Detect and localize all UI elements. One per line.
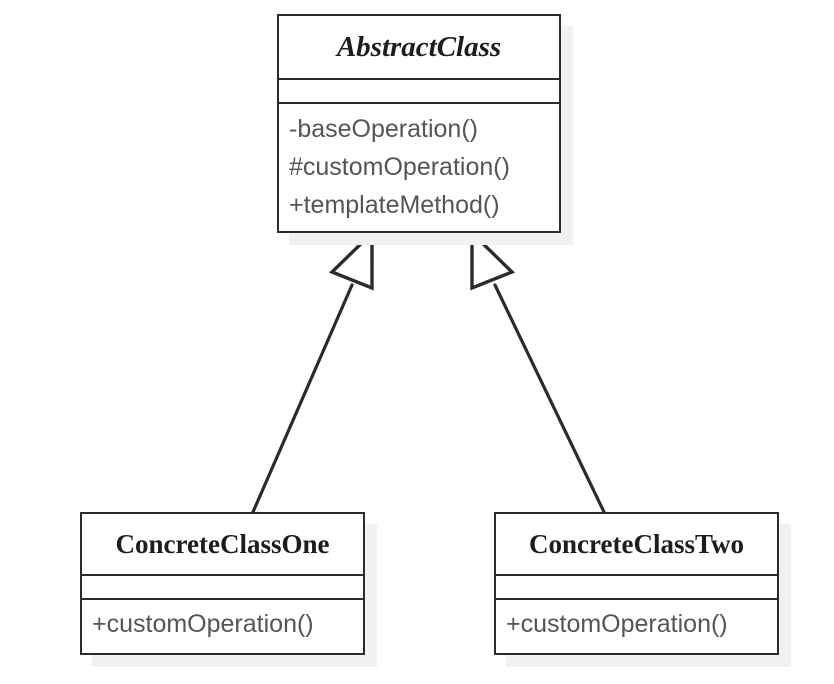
generalization-two-arrowhead bbox=[470, 228, 516, 291]
class-box-concreteclasstwo[interactable]: ConcreteClassTwo +customOperation() bbox=[494, 512, 779, 655]
operation-item: +customOperation() bbox=[92, 610, 314, 638]
operations-compartment-abstractclass: -baseOperation() #customOperation() +tem… bbox=[279, 102, 559, 232]
class-name-concreteclasstwo: ConcreteClassTwo bbox=[529, 529, 744, 559]
class-name-concreteclassone: ConcreteClassOne bbox=[115, 529, 330, 559]
generalization-two-line bbox=[493, 283, 606, 514]
operation-item: +customOperation() bbox=[506, 610, 728, 638]
attributes-compartment-concreteclasstwo bbox=[496, 574, 777, 598]
operations-compartment-concreteclassone: +customOperation() bbox=[82, 598, 363, 650]
operation-item: -baseOperation() bbox=[289, 115, 478, 143]
class-name-abstractclass: AbstractClass bbox=[336, 31, 502, 63]
generalization-one-line bbox=[251, 283, 354, 514]
generalization-one-arrowhead bbox=[328, 228, 374, 291]
class-box-concreteclassone[interactable]: ConcreteClassOne +customOperation() bbox=[80, 512, 365, 655]
operations-compartment-concreteclasstwo: +customOperation() bbox=[496, 598, 777, 650]
operation-item: #customOperation() bbox=[289, 153, 510, 181]
generalization-two bbox=[470, 228, 606, 514]
operation-item: +templateMethod() bbox=[289, 191, 500, 219]
class-box-abstractclass[interactable]: AbstractClass -baseOperation() #customOp… bbox=[277, 14, 561, 233]
generalization-one bbox=[251, 228, 374, 514]
attributes-compartment-abstractclass bbox=[279, 78, 559, 102]
attributes-compartment-concreteclassone bbox=[82, 574, 363, 598]
